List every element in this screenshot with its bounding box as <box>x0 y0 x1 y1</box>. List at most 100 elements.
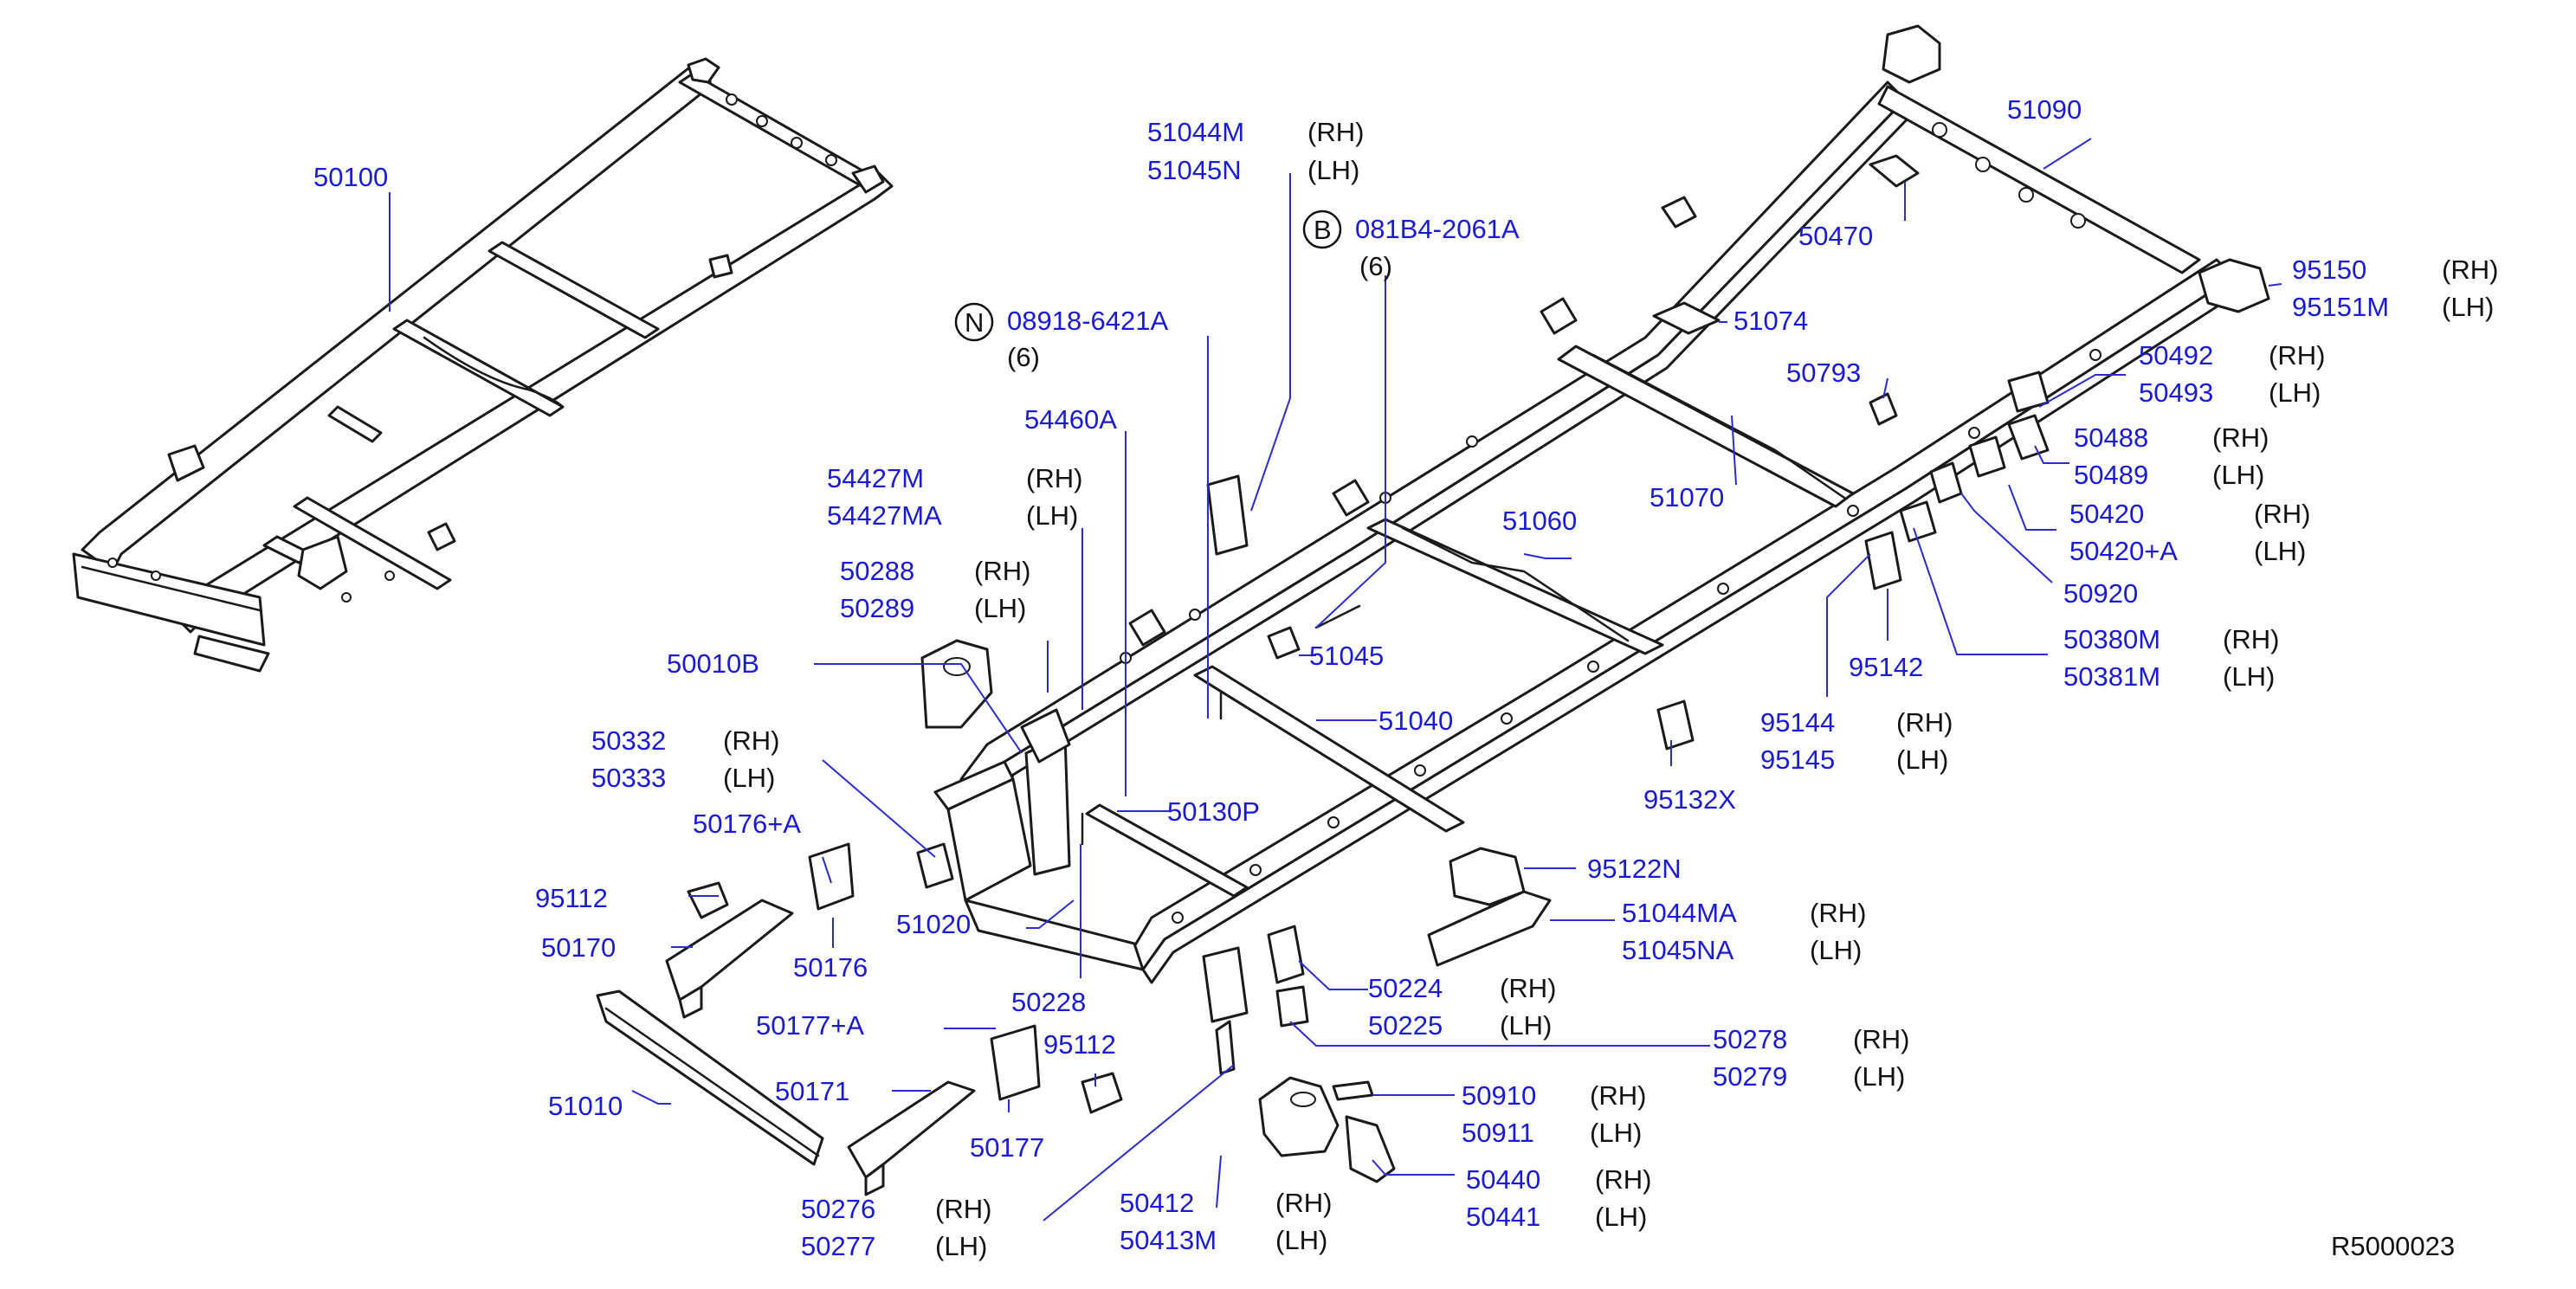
part-number-label: 50332 <box>591 725 666 756</box>
side-label: (RH) <box>1810 898 1866 928</box>
side-label: (RH) <box>1026 463 1082 493</box>
part-number-label: 50130P <box>1167 796 1260 827</box>
part-number-label: 50470 <box>1798 221 1873 251</box>
side-label: (LH) <box>1896 744 1948 775</box>
side-label: (LH) <box>723 763 775 793</box>
part-number-label: 50381M <box>2063 661 2160 692</box>
side-label: (RH) <box>1275 1188 1332 1218</box>
part-number-label: 51060 <box>1502 506 1577 536</box>
side-label: (RH) <box>1896 707 1953 738</box>
side-label: (LH) <box>935 1231 987 1261</box>
part-number-label: 51045NA <box>1622 935 1734 965</box>
part-number-label: 50289 <box>840 593 914 623</box>
part-number-label: 54460A <box>1024 404 1117 435</box>
callout-labels: 50100 51044M (RH) 51045N (LH) B 081B4-20… <box>313 94 2498 1261</box>
part-number-label: 51074 <box>1733 306 1808 336</box>
part-number-label: 50177+A <box>756 1010 864 1041</box>
part-number-label: 51020 <box>896 909 971 939</box>
marker-n-circle <box>954 302 994 342</box>
side-label: (LH) <box>1026 500 1078 531</box>
side-label: (LH) <box>1500 1010 1552 1041</box>
marker-n-letter: N <box>965 307 984 338</box>
side-label: (RH) <box>1853 1024 1909 1054</box>
part-number-label: 50176+A <box>693 809 801 839</box>
side-label: (LH) <box>2254 536 2306 566</box>
side-label: (RH) <box>974 556 1030 586</box>
quantity-label: (6) <box>1359 251 1392 281</box>
part-number-label: 50489 <box>2074 460 2148 490</box>
side-label: (RH) <box>2442 255 2498 285</box>
part-number-label: 50225 <box>1368 1010 1443 1041</box>
side-label: (RH) <box>2254 499 2310 529</box>
part-number-label: 54427M <box>827 463 924 493</box>
part-number-label: 51045 <box>1309 641 1384 671</box>
part-number-label: 50920 <box>2063 578 2138 609</box>
part-number-label: 51090 <box>2007 94 2082 125</box>
part-number-label: 95145 <box>1760 744 1835 775</box>
part-number-label: 51044M <box>1147 117 1244 147</box>
part-number-label: 51045N <box>1147 155 1242 185</box>
side-label: (LH) <box>2442 292 2494 322</box>
side-label: (LH) <box>1810 935 1862 965</box>
side-label: (LH) <box>1307 155 1359 185</box>
side-label: (RH) <box>1590 1080 1646 1111</box>
part-number-label: 51010 <box>548 1091 623 1121</box>
side-label: (LH) <box>1853 1061 1905 1092</box>
part-number-label: 50176 <box>793 952 868 983</box>
part-number-label: 50420 <box>2069 499 2144 529</box>
side-label: (LH) <box>2223 661 2275 692</box>
side-label: (RH) <box>2212 422 2269 453</box>
side-label: (RH) <box>2223 624 2279 654</box>
part-number-label: 95122N <box>1587 854 1682 884</box>
part-number-label: 54427MA <box>827 500 942 531</box>
part-number-label: 50010B <box>667 648 759 679</box>
diagram-code: R5000023 <box>2331 1231 2455 1261</box>
part-number-label: 50440 <box>1466 1164 1540 1195</box>
part-number-label: 50412 <box>1120 1188 1194 1218</box>
side-label: (RH) <box>723 725 779 756</box>
side-label: (RH) <box>2269 340 2325 371</box>
part-number-label: 50488 <box>2074 422 2148 453</box>
part-number-label: 50279 <box>1713 1061 1787 1092</box>
part-number-label: 08918-6421A <box>1007 306 1168 336</box>
part-number-label: 50910 <box>1462 1080 1536 1111</box>
part-number-label: 51040 <box>1378 706 1453 736</box>
part-number-label: 95112 <box>535 883 608 913</box>
detail-parts-illustration <box>596 154 2270 1196</box>
part-number-label: 50333 <box>591 763 666 793</box>
part-number-label: 50793 <box>1786 358 1861 388</box>
part-number-label: 50170 <box>541 932 616 963</box>
part-number-label: 50493 <box>2139 377 2213 408</box>
part-number-label: 50420+A <box>2069 536 2178 566</box>
side-label: (RH) <box>1500 973 1556 1003</box>
part-number-label: 50492 <box>2139 340 2213 371</box>
side-label: (LH) <box>974 593 1026 623</box>
part-number-label: 95142 <box>1849 652 1923 682</box>
side-label: (LH) <box>2212 460 2264 490</box>
side-label: (LH) <box>2269 377 2321 408</box>
overview-frame-illustration <box>72 57 894 673</box>
side-label: (LH) <box>1590 1118 1642 1148</box>
marker-b-letter: B <box>1314 215 1332 245</box>
part-number-label: 50277 <box>801 1231 875 1261</box>
side-label: (RH) <box>1595 1164 1651 1195</box>
quantity-label: (6) <box>1007 342 1040 372</box>
part-number-label: 51070 <box>1650 482 1724 512</box>
marker-b-circle <box>1302 209 1342 249</box>
part-number-label: 50177 <box>970 1132 1044 1163</box>
part-number-label: 50413M <box>1120 1225 1217 1255</box>
part-number-label: 50171 <box>775 1076 849 1106</box>
part-number-label: 50224 <box>1368 973 1443 1003</box>
part-number-label: 50278 <box>1713 1024 1787 1054</box>
side-label: (LH) <box>1275 1225 1327 1255</box>
side-label: (LH) <box>1595 1202 1647 1232</box>
part-number-label: 95132X <box>1643 784 1736 815</box>
part-number-label: 50380M <box>2063 624 2160 654</box>
part-number-label: 50100 <box>313 162 388 192</box>
side-label: (RH) <box>935 1194 991 1224</box>
part-number-label: 081B4-2061A <box>1355 214 1520 244</box>
leader-lines <box>389 138 2282 1221</box>
part-number-label: 51044MA <box>1622 898 1737 928</box>
